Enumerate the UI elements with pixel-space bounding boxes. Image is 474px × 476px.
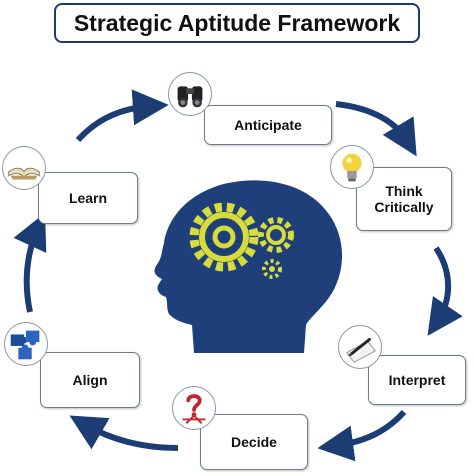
- gear-medium-icon: [258, 217, 294, 253]
- arrow-learn-to-anticipate: [75, 89, 169, 143]
- gear-large-icon: [189, 202, 259, 272]
- arrow-anticipate-to-think: [335, 101, 417, 157]
- node-think-line1: Think: [385, 182, 423, 199]
- puzzle-pieces-icon: [4, 322, 48, 366]
- lightbulb-icon: [330, 145, 374, 189]
- node-think-critically: Think Critically: [356, 167, 452, 231]
- arrow-align-to-learn: [13, 212, 47, 313]
- open-book-icon: [2, 146, 46, 190]
- arrow-interpret-to-decide: [317, 409, 407, 462]
- node-learn-label: Learn: [68, 189, 108, 206]
- node-decide: Decide: [200, 414, 308, 470]
- node-think-line2: Critically: [374, 199, 434, 215]
- node-interpret-label: Interpret: [388, 371, 446, 388]
- head-silhouette: [154, 180, 343, 353]
- node-align-label: Align: [72, 371, 108, 388]
- node-learn: Learn: [38, 172, 138, 224]
- head-with-gears-illustration: [154, 180, 343, 353]
- node-anticipate-label: Anticipate: [234, 116, 302, 133]
- question-mark-icon: [172, 386, 216, 430]
- arrow-think-to-interpret: [427, 246, 463, 336]
- page-title: Strategic Aptitude Framework: [54, 3, 420, 43]
- binoculars-icon: [168, 72, 212, 116]
- pen-paper-icon: [338, 325, 382, 369]
- node-align: Align: [40, 352, 140, 408]
- node-decide-label: Decide: [231, 433, 277, 450]
- gear-small-icon: [262, 259, 282, 279]
- arrow-decide-to-align: [69, 415, 179, 451]
- node-interpret: Interpret: [368, 355, 466, 405]
- node-anticipate: Anticipate: [204, 105, 332, 145]
